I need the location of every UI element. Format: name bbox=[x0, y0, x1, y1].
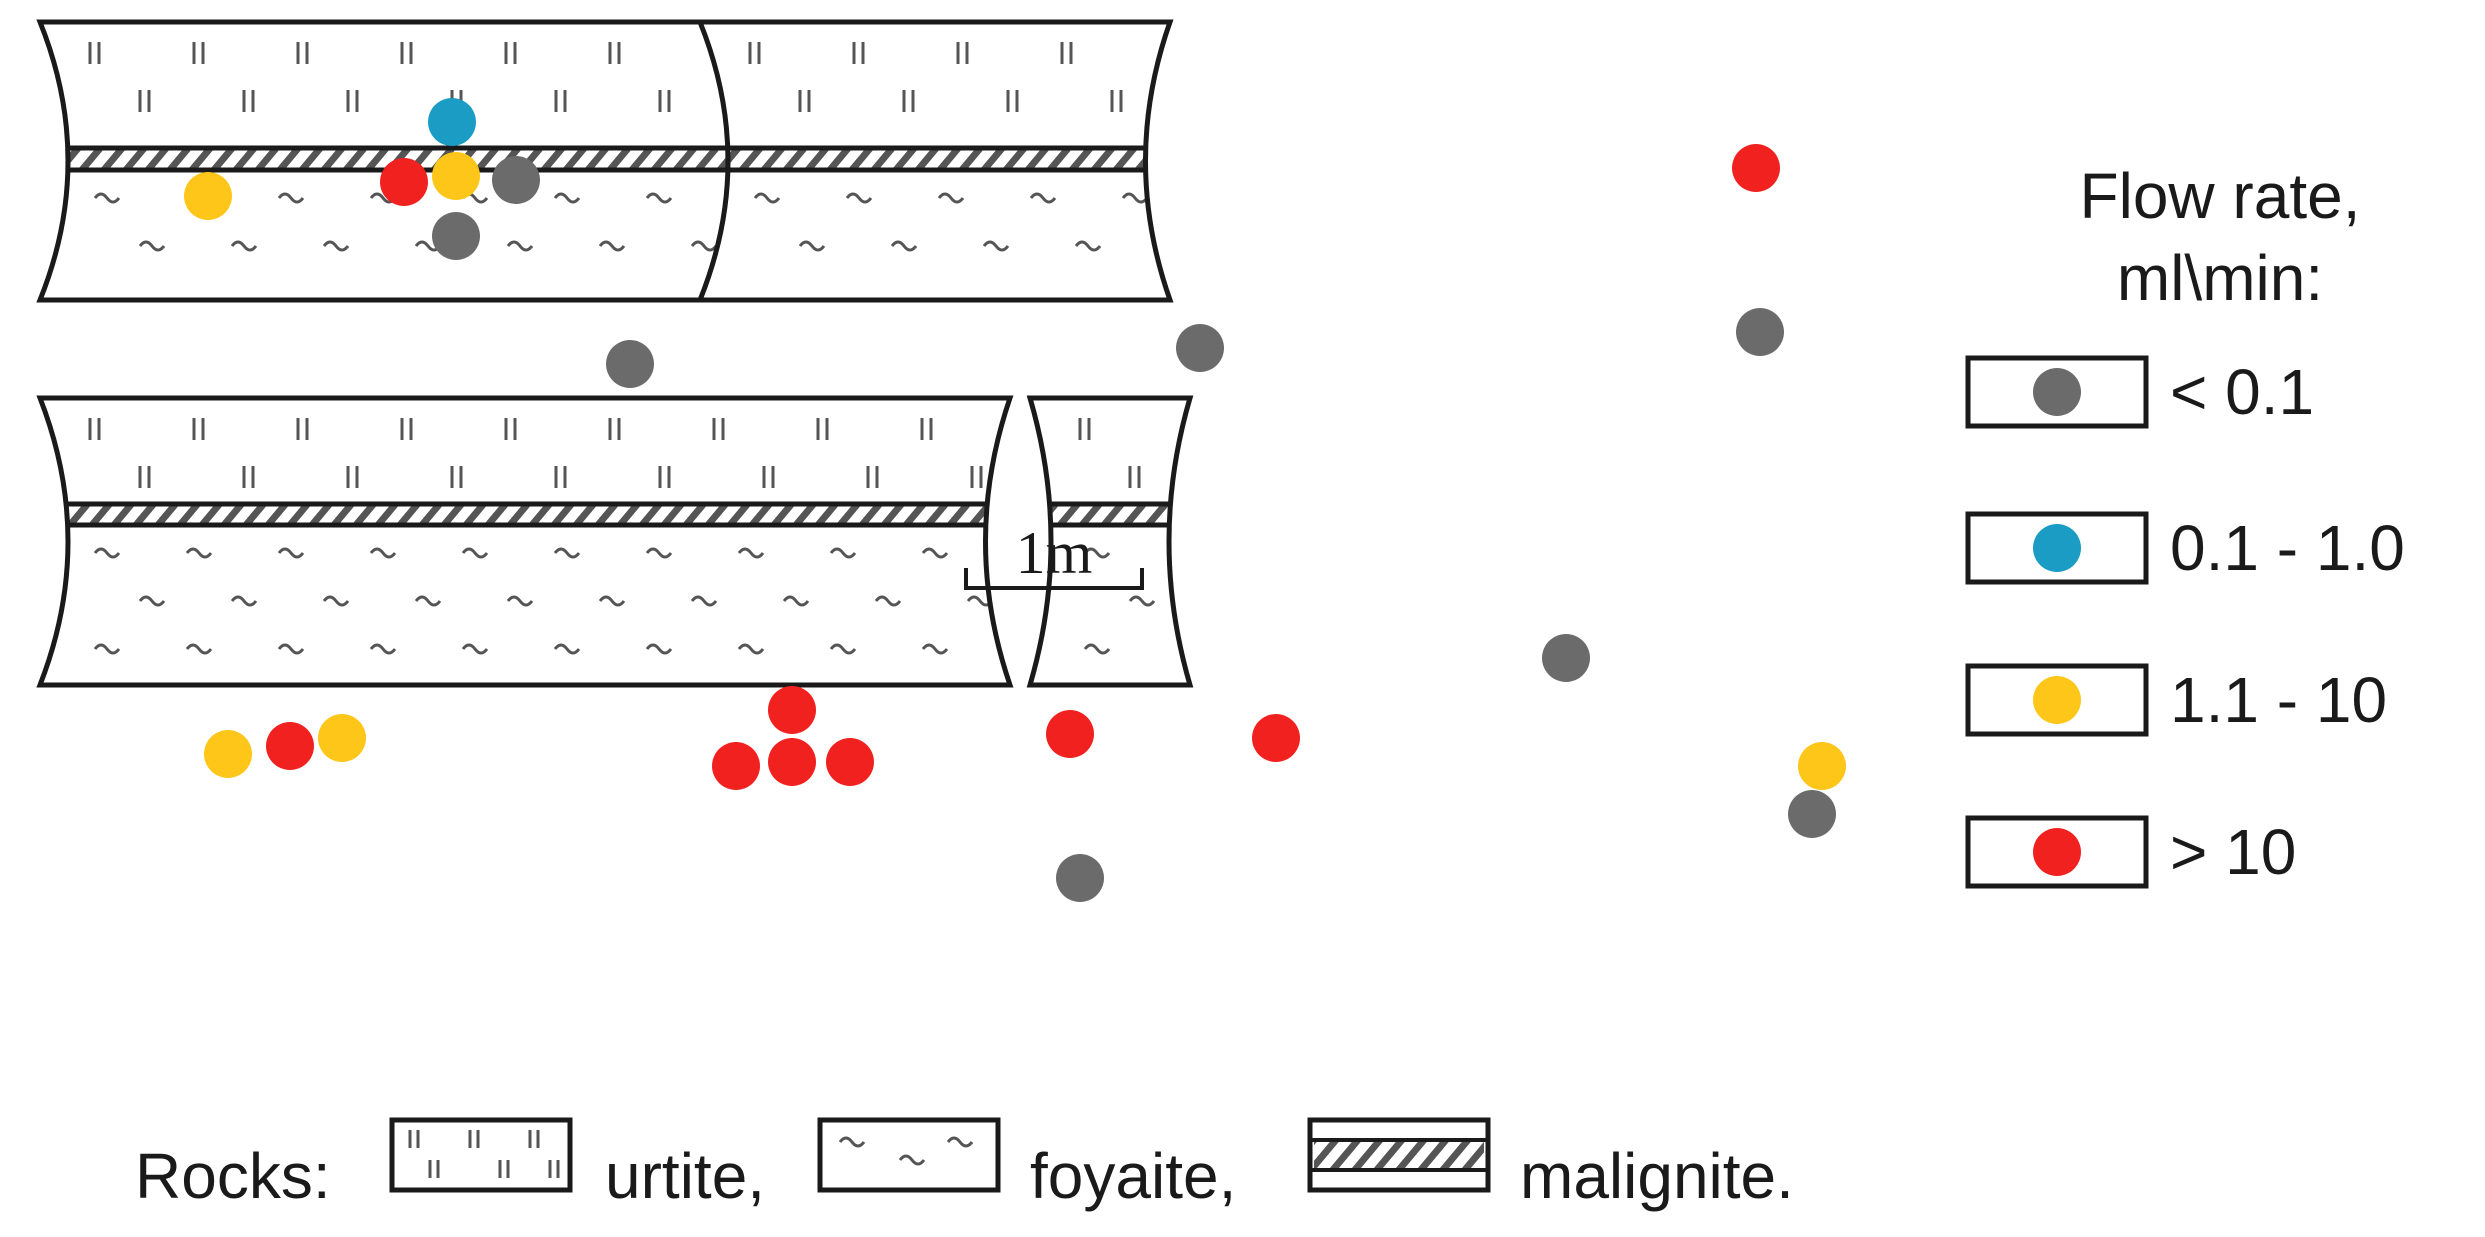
flow-point-gray bbox=[1542, 634, 1590, 682]
legend-item: 1.1 - 10 bbox=[1965, 663, 2387, 737]
flow-point-yellow bbox=[318, 714, 366, 762]
legend-item: 0.1 - 1.0 bbox=[1965, 511, 2405, 585]
legend-item: > 10 bbox=[1965, 815, 2296, 889]
flow-point-gray bbox=[492, 156, 540, 204]
core-panel-top-right bbox=[696, 19, 1174, 303]
flow-point-red bbox=[380, 158, 428, 206]
flow-point-gray bbox=[1736, 308, 1784, 356]
legend-swatch-dot bbox=[2033, 368, 2081, 416]
flow-point-red bbox=[1252, 714, 1300, 762]
legend-items: < 0.1 0.1 - 1.0 1.1 - 10 > 10 bbox=[1965, 355, 2405, 889]
scale-bar-label: 1m bbox=[1016, 520, 1093, 586]
flow-point-gray bbox=[432, 212, 480, 260]
urtite-swatch bbox=[389, 1117, 573, 1193]
foyaite-swatch bbox=[817, 1117, 1001, 1193]
malignite-swatch bbox=[1307, 1117, 1491, 1193]
core-panels bbox=[36, 19, 1194, 688]
legend-title-line2: ml\min: bbox=[2117, 242, 2323, 314]
flow-point-yellow bbox=[1798, 742, 1846, 790]
flow-point-red bbox=[712, 742, 760, 790]
flow-point-red bbox=[768, 738, 816, 786]
flow-point-red bbox=[826, 738, 874, 786]
flow-point-yellow bbox=[432, 152, 480, 200]
flow-points bbox=[184, 98, 1846, 902]
legend-label: 0.1 - 1.0 bbox=[2170, 512, 2405, 584]
flow-point-gray bbox=[1056, 854, 1104, 902]
flow-point-red bbox=[1732, 144, 1780, 192]
flow-point-gray bbox=[1176, 324, 1224, 372]
legend-label: 1.1 - 10 bbox=[2170, 664, 2387, 736]
core-panel-bottom-right bbox=[1026, 395, 1194, 688]
legend-swatch-dot bbox=[2033, 676, 2081, 724]
rocks-legend-malignite: malignite. bbox=[1520, 1140, 1794, 1212]
flow-point-yellow bbox=[204, 730, 252, 778]
rocks-legend-foyaite: foyaite, bbox=[1030, 1140, 1236, 1212]
flow-point-yellow bbox=[184, 172, 232, 220]
rocks-legend: Rocks: urtite, foyaite, malignite. bbox=[135, 1117, 1794, 1212]
flow-point-red bbox=[768, 686, 816, 734]
legend-label: < 0.1 bbox=[2170, 356, 2314, 428]
flow-point-gray bbox=[606, 340, 654, 388]
legend-label: > 10 bbox=[2170, 816, 2296, 888]
legend-item: < 0.1 bbox=[1965, 355, 2314, 429]
legend-swatch-dot bbox=[2033, 828, 2081, 876]
scale-bar: 1m bbox=[964, 520, 1144, 590]
flow-point-red bbox=[266, 722, 314, 770]
core-panel-bottom-left bbox=[36, 395, 1014, 688]
rocks-legend-prefix: Rocks: bbox=[135, 1140, 331, 1212]
flow-point-blue bbox=[428, 98, 476, 146]
flow-point-gray bbox=[1788, 790, 1836, 838]
flow-rate-legend: Flow rate, ml\min: < 0.1 0.1 - 1.0 1.1 - 1… bbox=[1965, 160, 2405, 889]
legend-swatch-dot bbox=[2033, 524, 2081, 572]
flow-point-red bbox=[1046, 710, 1094, 758]
legend-title-line1: Flow rate, bbox=[2080, 160, 2361, 232]
rocks-legend-urtite: urtite, bbox=[605, 1140, 765, 1212]
